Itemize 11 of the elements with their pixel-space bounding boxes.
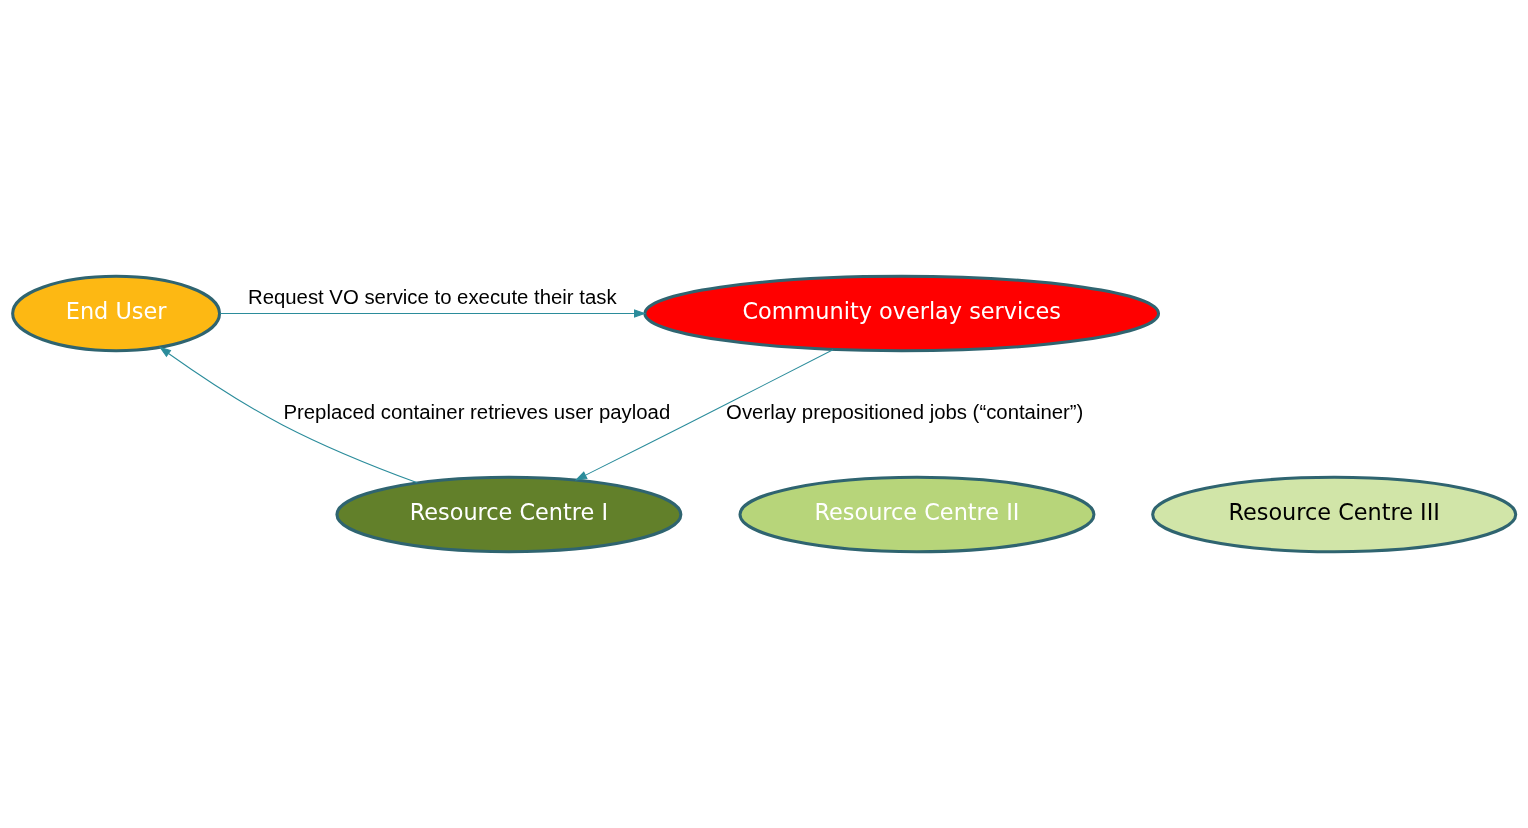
- node-ellipse: End User: [11, 274, 222, 353]
- node-ellipse: Resource Centre III: [1151, 475, 1518, 554]
- node-ellipse: Resource Centre II: [738, 475, 1096, 554]
- arrow: [574, 349, 834, 481]
- edge-label: Request VO service to execute their task: [247, 286, 617, 309]
- arrow: [158, 346, 418, 484]
- node-ellipse: Community overlay services: [643, 274, 1161, 353]
- edge-label: Preplaced container retrieves user payload: [283, 401, 671, 424]
- node-ellipse: Resource Centre I: [335, 475, 683, 554]
- edge-label: Overlay prepositioned jobs (“container”): [726, 401, 1084, 424]
- arrow: [219, 309, 647, 318]
